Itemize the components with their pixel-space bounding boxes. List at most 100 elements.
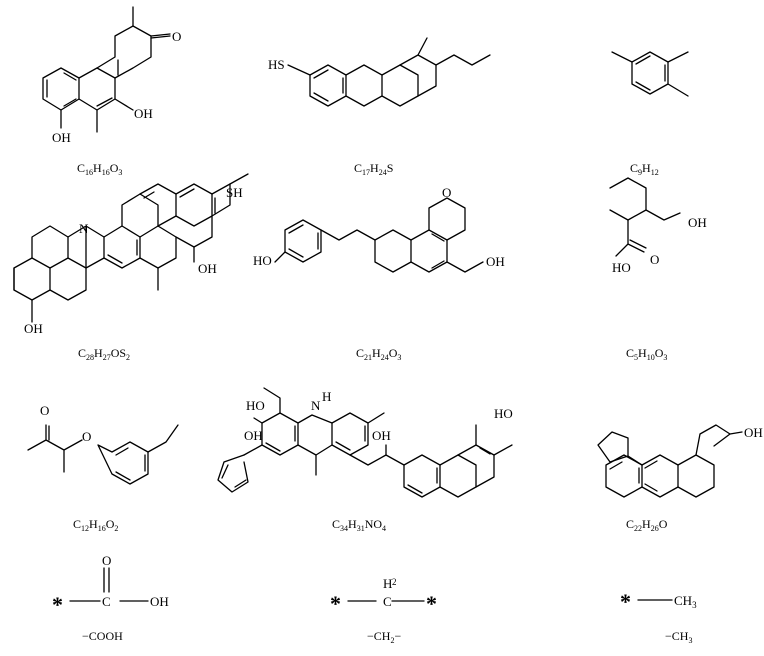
formula-subscript: 4 — [382, 524, 386, 533]
atom-label: HO — [253, 253, 272, 268]
formula-subscript: 12 — [81, 524, 89, 533]
formula-element: H — [89, 517, 98, 531]
molecule-7: O O C12H16O2 — [27, 403, 179, 533]
formula-element: O — [110, 161, 119, 175]
atom-label: OH — [744, 425, 763, 440]
fragment-ch2: * C H 2 * −CH2− — [330, 576, 437, 645]
formula-mol-2: C17H24S — [354, 161, 393, 177]
fragment-label: −COOH — [82, 629, 123, 643]
formula-subscript: 21 — [364, 353, 372, 362]
atom-label: OH — [150, 594, 169, 609]
formula-element: −CH — [665, 629, 689, 643]
formula-element: H — [642, 161, 651, 175]
fragment-ch3: * CH3 −CH3 — [620, 589, 697, 645]
formula-mol-4: C28H27OS2 — [78, 346, 130, 362]
atom-label: OH — [198, 261, 217, 276]
attachment-star: * — [330, 591, 341, 616]
atom-label: O — [40, 403, 49, 418]
atom-label: OH — [486, 254, 505, 269]
formula-subscript: 3 — [118, 168, 122, 177]
molecule-9: OH C22H26O — [597, 424, 763, 533]
formula-element: O — [659, 517, 668, 531]
formula-subscript: 31 — [357, 524, 365, 533]
atom-label: OH — [688, 215, 707, 230]
formula-element: H — [370, 161, 379, 175]
formula-subscript: 28 — [86, 353, 94, 362]
atom-label: O — [442, 185, 451, 200]
atom-label: 2 — [392, 577, 397, 587]
atom-label: O — [82, 429, 91, 444]
attachment-star: * — [52, 592, 63, 617]
formula-element: C — [626, 517, 634, 531]
atom-label: H — [322, 389, 331, 404]
formula-element: H — [93, 161, 102, 175]
formula-mol-8: C34H31NO4 — [332, 517, 386, 533]
atom-label: C — [383, 594, 392, 609]
formula-element: O — [389, 346, 398, 360]
formula-element: C — [77, 161, 85, 175]
atom-label: N — [79, 221, 89, 236]
formula-subscript: 27 — [103, 353, 111, 362]
atom-label: OH — [372, 428, 391, 443]
formula-element: NO — [365, 517, 383, 531]
formula-subscript: 17 — [362, 168, 370, 177]
formula-subscript: 12 — [651, 168, 659, 177]
molecule-5: HO OH O C21H24O3 — [253, 185, 505, 362]
formula-mol-1: C16H16O3 — [77, 161, 122, 177]
formula-element: O — [106, 517, 115, 531]
atom-label: OH — [52, 130, 71, 145]
formula-element: C — [73, 517, 81, 531]
formula-subscript: 2 — [390, 636, 394, 645]
formula-element: H — [372, 346, 381, 360]
fragment-label: −CH2− — [367, 629, 401, 645]
formula-element: C — [332, 517, 340, 531]
formula-mol-5: C21H24O3 — [356, 346, 401, 362]
formula-subscript: 26 — [651, 524, 659, 533]
formula-mol-9: C22H26O — [626, 517, 668, 533]
attachment-star: * — [426, 591, 437, 616]
molecule-4: N SH OH OH C28H27OS2 — [13, 173, 249, 362]
atom-label: O — [102, 553, 111, 568]
formula-element: H — [638, 346, 647, 360]
formula-subscript: 24 — [379, 168, 387, 177]
fragment-label: −CH3 — [665, 629, 692, 645]
atom-label: O — [172, 29, 181, 44]
formula-element: S — [387, 161, 394, 175]
formula-subscript: 22 — [634, 524, 642, 533]
atom-label: HO — [246, 398, 265, 413]
attachment-star: * — [620, 589, 631, 614]
formula-subscript: 9 — [638, 168, 642, 177]
atom-label: OH — [244, 428, 263, 443]
atom-label: N — [311, 398, 321, 413]
atom-label: HO — [612, 260, 631, 275]
formula-element: OS — [111, 346, 126, 360]
atom-label: HS — [268, 57, 285, 72]
formula-element: C — [78, 346, 86, 360]
formula-element: C — [356, 346, 364, 360]
formula-subscript: 16 — [85, 168, 93, 177]
atom-label: HO — [494, 406, 513, 421]
formula-mol-3: C9H12 — [630, 161, 659, 177]
molecule-8: HO OH N H OH HO C34H31NO4 — [217, 387, 513, 533]
formula-subscript: 24 — [381, 353, 389, 362]
molecule-1: O OH OH C16H16O3 — [42, 6, 181, 177]
atom-label: C — [102, 594, 111, 609]
formula-subscript: 10 — [647, 353, 655, 362]
formula-element: H — [94, 346, 103, 360]
formula-mol-6: C5H10O3 — [626, 346, 667, 362]
formula-element: C — [626, 346, 634, 360]
formula-subscript: 16 — [102, 168, 110, 177]
formula-element: H — [642, 517, 651, 531]
atom-label: O — [650, 252, 659, 267]
molecule-3: C9H12 — [611, 51, 689, 177]
molecule-6: OH HO O C5H10O3 — [609, 177, 707, 362]
formula-element: H — [348, 517, 357, 531]
formula-subscript: 2 — [126, 353, 130, 362]
atom-label: H — [383, 576, 392, 591]
atom-label: SH — [226, 185, 243, 200]
atom-label: OH — [134, 106, 153, 121]
formula-element: C — [354, 161, 362, 175]
formula-element: −CH — [367, 629, 391, 643]
molecule-2: HS C17H24S — [268, 37, 491, 177]
